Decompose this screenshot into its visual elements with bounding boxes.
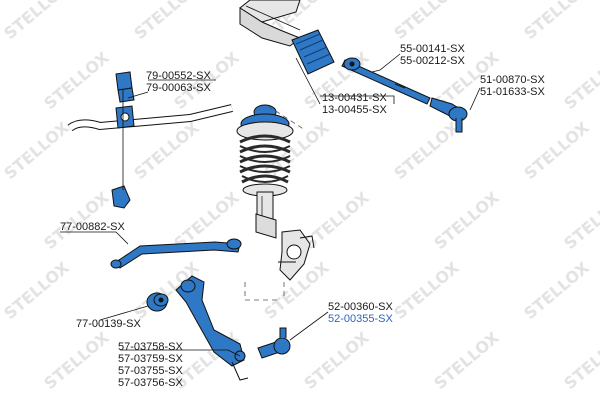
label-13-00455-sx: 13-00455-SX <box>322 104 387 116</box>
ball-joint <box>257 327 291 359</box>
label-79-00552-sx: 79-00552-SX <box>146 70 211 82</box>
label-52-00360-sx: 52-00360-SX <box>328 301 393 313</box>
tie-rod <box>341 57 431 105</box>
label-57-03755-sx: 57-03755-SX <box>118 365 183 377</box>
assembly-guide-lines <box>244 105 306 301</box>
label-57-03756-sx: 57-03756-SX <box>118 377 183 389</box>
label-51-00870-sx: 51-00870-SX <box>480 74 545 86</box>
control-arm-bushing <box>146 292 169 312</box>
steering-knuckle <box>278 229 315 281</box>
label-57-03758-sx: 57-03758-SX <box>118 341 183 353</box>
label-13-00431-sx: 13-00431-SX <box>322 92 387 104</box>
label-77-00139-sx: 77-00139-SX <box>76 318 141 330</box>
steering-boot <box>291 29 335 75</box>
tie-rod-end <box>429 97 468 133</box>
leader-lines <box>60 53 481 357</box>
lower-control-arm <box>175 275 249 381</box>
steering-rack-housing <box>239 0 301 47</box>
label-55-00212-sx: 55-00212-SX <box>400 55 465 67</box>
stabilizer-link-bar <box>110 238 242 269</box>
label-57-03759-sx: 57-03759-SX <box>118 353 183 365</box>
label-77-00882-sx: 77-00882-SX <box>60 221 125 233</box>
label-51-01633-sx: 51-01633-SX <box>480 86 545 98</box>
label-52-00355-sx: 52-00355-SX <box>328 313 393 325</box>
stabilizer-bar-upper <box>67 104 233 132</box>
strut-assembly <box>236 104 294 239</box>
label-55-00141-sx: 55-00141-SX <box>400 43 465 55</box>
label-79-00063-sx: 79-00063-SX <box>146 82 211 94</box>
stabilizer-bracket <box>111 185 131 209</box>
stabilizer-bushing <box>115 71 135 129</box>
